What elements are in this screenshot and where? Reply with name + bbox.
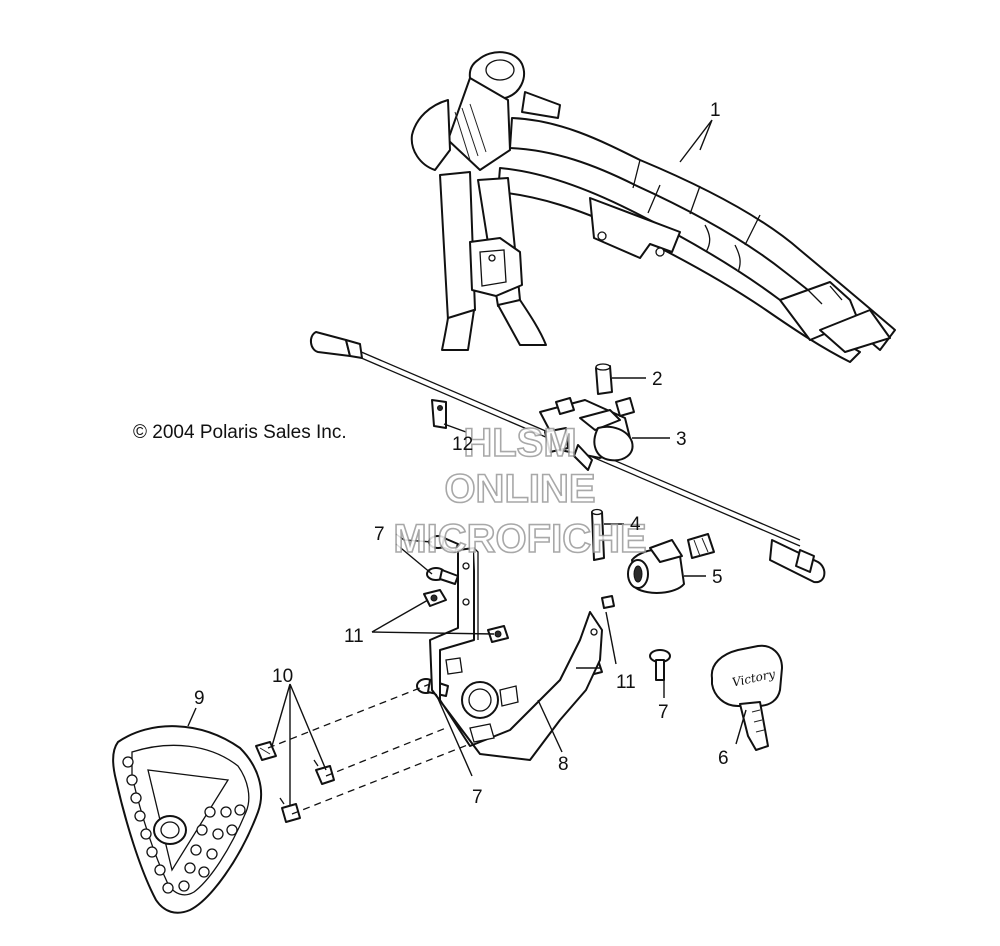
lock-cylinder: [627, 533, 715, 594]
callout-7-upper: 7: [374, 524, 385, 545]
bolt-upper-1: [428, 535, 459, 553]
bolt-upper-2: [426, 567, 459, 585]
watermark-line1: HLSM: [463, 421, 576, 465]
frame-assembly: [410, 51, 896, 363]
callouts: 1 2 3 4 5 6 7 7 7 8 9 10 11 11 12: [194, 100, 729, 808]
ignition-key: Victory: [710, 644, 783, 751]
nut-clip-1: [423, 589, 447, 607]
callout-6: 6: [718, 748, 729, 769]
switch-housing: [539, 397, 635, 471]
bolt-right: [649, 649, 671, 681]
watermark: HLSM ONLINE MICROFICHE: [393, 420, 648, 562]
headlight-nacelle: [112, 725, 263, 914]
spacer-part: [595, 363, 613, 395]
callout-1: 1: [710, 100, 721, 121]
callout-7-right: 7: [658, 702, 669, 723]
callout-11-right: 11: [616, 672, 636, 693]
callout-11-left: 11: [344, 626, 364, 647]
nut-clip-2: [487, 625, 509, 643]
assembly-lines: [267, 683, 471, 815]
mounting-bracket: [429, 547, 603, 761]
callout-5: 5: [712, 567, 723, 588]
nacelle-dots: [122, 756, 246, 894]
clip-3: [279, 797, 301, 823]
callout-12: 12: [452, 434, 473, 455]
leader-lines: [187, 119, 747, 806]
brake-line-assembly: [310, 331, 826, 584]
callout-4: 4: [630, 514, 641, 535]
callout-8: 8: [558, 754, 569, 775]
callout-3: 3: [676, 429, 687, 450]
callout-2: 2: [652, 369, 663, 390]
nut-clip-4: [601, 595, 615, 609]
copyright-notice: © 2004 Polaris Sales Inc.: [133, 422, 347, 443]
watermark-line3: MICROFICHE: [393, 517, 646, 561]
watermark-line2: ONLINE: [444, 467, 595, 511]
callout-10: 10: [272, 666, 293, 687]
callout-9: 9: [194, 688, 205, 709]
callout-7-lower: 7: [472, 787, 483, 808]
pin-part: [591, 508, 605, 561]
